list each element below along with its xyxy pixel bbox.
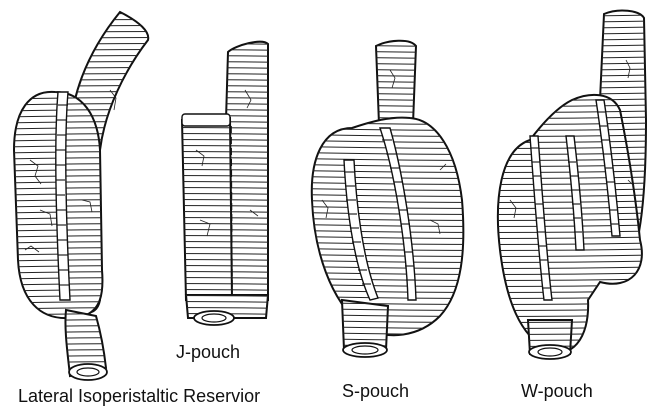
- j-pouch-drawing: [182, 42, 268, 325]
- label-w-pouch: W-pouch: [521, 381, 593, 402]
- label-j-pouch: J-pouch: [176, 342, 240, 363]
- label-s-pouch: S-pouch: [342, 381, 409, 402]
- lateral-isoperistaltic-reservoir-drawing: [14, 12, 148, 380]
- s-pouch-drawing: [312, 41, 464, 357]
- w-pouch-lumen: [538, 348, 562, 356]
- j-pouch-lumen: [202, 314, 226, 322]
- label-lateral-isoperistaltic-reservoir: Lateral Isoperistaltic Reservior: [18, 386, 260, 407]
- j-pouch-closed-end: [182, 114, 230, 126]
- w-pouch-drawing: [498, 11, 646, 359]
- s-pouch-lumen: [352, 346, 378, 354]
- lateral-stoma-lumen: [77, 368, 99, 376]
